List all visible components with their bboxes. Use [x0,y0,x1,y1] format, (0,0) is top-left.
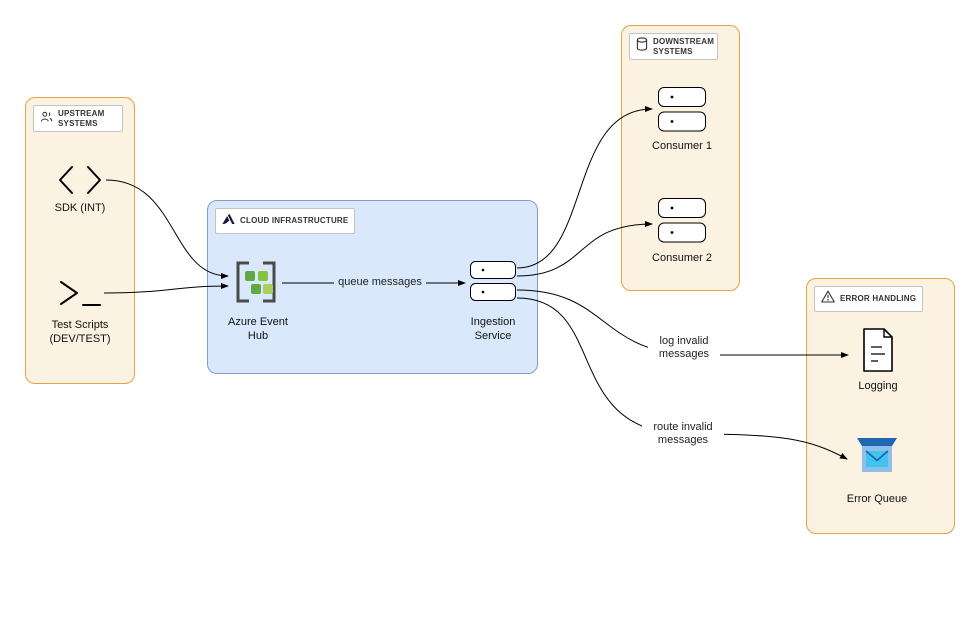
node-label-event-hub: Azure Event Hub [228,316,288,343]
people-icon [40,110,53,128]
warning-triangle-icon [821,290,835,308]
node-label-consumer2: Consumer 2 [652,252,712,264]
terminal-icon [57,277,103,309]
node-label-error-queue: Error Queue [846,493,908,505]
cloud-infrastructure-label: CLOUD INFRASTRUCTURE [240,216,349,226]
downstream-systems-badge: DOWNSTREAM SYSTEMS [629,33,718,61]
azure-logo-icon [222,212,235,230]
node-label-consumer1: Consumer 1 [652,140,712,152]
cloud-infrastructure-badge: CLOUD INFRASTRUCTURE [215,208,356,234]
downstream-systems-label: DOWNSTREAM SYSTEMS [653,37,715,56]
consumer2-pills-icon [658,198,706,243]
edge-label-queue-messages: queue messages [334,276,426,290]
document-icon [859,327,897,373]
node-label-test-scripts: Test Scripts (DEV/TEST) [49,319,111,346]
edge-label-log-invalid-messages: log invalid messages [648,335,720,362]
upstream-systems-label: UPSTREAM SYSTEMS [58,109,105,128]
node-label-ingestion-service: Ingestion Service [470,316,516,343]
code-brackets-icon [57,164,103,196]
upstream-systems-badge: UPSTREAM SYSTEMS [33,105,123,133]
ingestion-service-pills-icon [470,261,516,301]
node-label-logging: Logging [858,380,898,392]
error-handling-label: ERROR HANDLING [840,294,917,304]
queue-envelope-icon [855,436,899,478]
node-label-sdk: SDK (INT) [54,202,106,214]
error-handling-badge: ERROR HANDLING [814,286,924,312]
consumer1-pills-icon [658,87,706,132]
database-icon [636,37,648,56]
edge-label-route-invalid-messages: route invalid messages [642,421,724,448]
event-hub-icon [232,258,280,306]
